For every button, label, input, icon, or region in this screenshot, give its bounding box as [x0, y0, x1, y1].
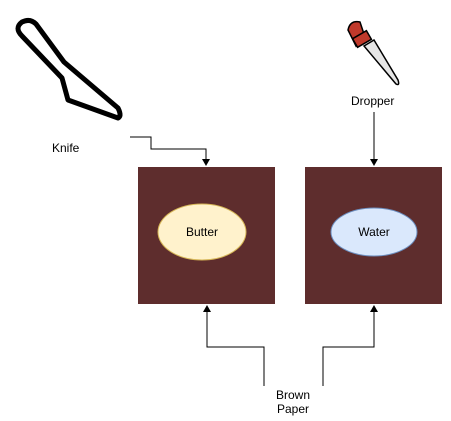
knife-icon: [15, 17, 123, 121]
brown-paper-to-right-arrow: [322, 305, 378, 386]
knife-to-butter-arrow: [130, 136, 210, 166]
water-ellipse: [330, 207, 418, 257]
butter-label: Butter: [185, 225, 218, 239]
dropper-icon: [347, 20, 400, 86]
knife-label: Knife: [52, 141, 80, 155]
butter-ellipse: [157, 203, 247, 261]
brown-paper-label-line1: Brown: [275, 388, 310, 402]
water-label: Water: [358, 225, 390, 239]
brown-paper-to-left-arrow: [203, 305, 265, 386]
brown-paper-label-line2: Paper: [276, 402, 310, 416]
dropper-label: Dropper: [351, 94, 395, 108]
